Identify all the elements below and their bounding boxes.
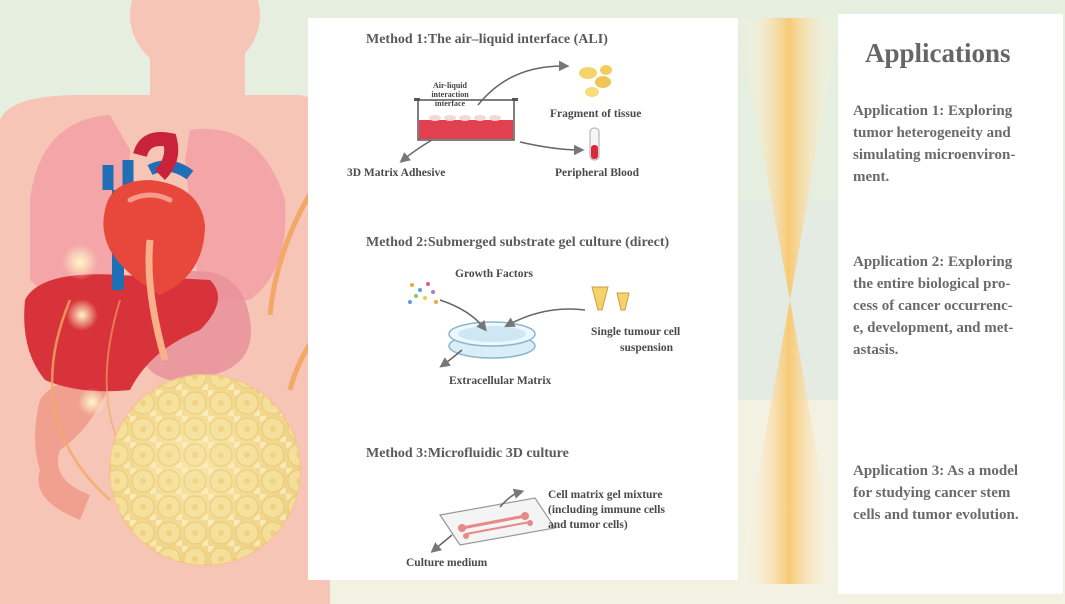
application-1-line: simulating microenviron- bbox=[853, 147, 1016, 163]
arrow-to-medium bbox=[430, 534, 453, 553]
application-1: Application 1: Exploring tumor heterogen… bbox=[853, 100, 1043, 188]
application-1-line: tumor heterogeneity and bbox=[853, 125, 1011, 141]
blood-label: Peripheral Blood bbox=[555, 167, 640, 179]
method-1-title: Method 1:The air–liquid interface (ALI) bbox=[366, 32, 608, 47]
arrow-cells-to-dish bbox=[504, 308, 586, 328]
application-3-line: cells and tumor evolution. bbox=[853, 507, 1019, 523]
application-2-line: Application 2: Exploring bbox=[853, 254, 1013, 270]
arrow-growth-to-dish bbox=[439, 299, 487, 332]
pointer-line bbox=[50, 299, 111, 501]
application-2-line: astasis. bbox=[853, 342, 899, 358]
heart bbox=[103, 180, 205, 295]
tissue-label: Fragment of tissue bbox=[550, 108, 642, 120]
application-1-line: Application 1: Exploring bbox=[853, 103, 1013, 119]
left-lung bbox=[30, 115, 130, 303]
arrow-to-blood bbox=[519, 141, 585, 156]
application-3: Application 3: As a model for studying c… bbox=[853, 460, 1043, 526]
methods-panel bbox=[308, 18, 738, 580]
method-3-title: Method 3:Microfluidic 3D culture bbox=[366, 446, 569, 461]
application-2-line: the entire biological pro- bbox=[853, 276, 1011, 292]
growth-factors-label: Growth Factors bbox=[455, 268, 534, 280]
growth-factor-dots-icon bbox=[408, 282, 438, 304]
connector-band bbox=[738, 18, 840, 584]
aorta bbox=[133, 132, 179, 180]
suspension-label-2: suspension bbox=[620, 342, 674, 354]
interface-label: Air-liquid interaction interface bbox=[431, 81, 469, 108]
glow-spot bbox=[62, 244, 98, 280]
glow-spot bbox=[66, 299, 98, 331]
arrow-to-adhesive bbox=[399, 139, 433, 163]
organoid-magnified-circle bbox=[109, 374, 301, 566]
tubes-icon bbox=[591, 286, 630, 311]
glow-spot bbox=[78, 388, 106, 416]
application-2-line: cess of cancer occurrenc- bbox=[853, 298, 1013, 314]
method-2-title: Method 2:Submerged substrate gel culture… bbox=[366, 235, 670, 250]
applications-heading: Applications bbox=[865, 38, 1011, 68]
right-lung bbox=[185, 128, 286, 300]
arrow-to-ecm bbox=[439, 349, 463, 368]
applications-panel bbox=[838, 14, 1063, 594]
ali-culture-illustration bbox=[414, 98, 518, 141]
petri-dish-icon bbox=[448, 321, 536, 359]
ecm-label: Extracellular Matrix bbox=[449, 375, 552, 387]
application-3-line: for studying cancer stem bbox=[853, 485, 1011, 501]
application-3-line: Application 3: As a model bbox=[853, 463, 1019, 479]
gel-label-2: (including immune cells bbox=[548, 504, 665, 516]
gel-label-3: and tumor cells) bbox=[548, 519, 628, 531]
arrow-to-gel bbox=[499, 488, 525, 508]
blood-tube-icon bbox=[589, 127, 600, 161]
gel-label-1: Cell matrix gel mixture bbox=[548, 489, 663, 501]
arrow-to-tissue bbox=[477, 60, 570, 106]
medium-label: Culture medium bbox=[406, 557, 488, 569]
application-2: Application 2: Exploring the entire biol… bbox=[853, 251, 1043, 361]
suspension-label-1: Single tumour cell bbox=[591, 326, 681, 338]
tissue-fragments-icon bbox=[579, 65, 612, 97]
application-2-line: e, development, and met- bbox=[853, 320, 1014, 336]
application-1-line: ment. bbox=[853, 169, 890, 185]
esophagus bbox=[145, 239, 169, 361]
adhesive-label: 3D Matrix Adhesive bbox=[347, 167, 446, 179]
heart-highlight bbox=[127, 192, 173, 203]
